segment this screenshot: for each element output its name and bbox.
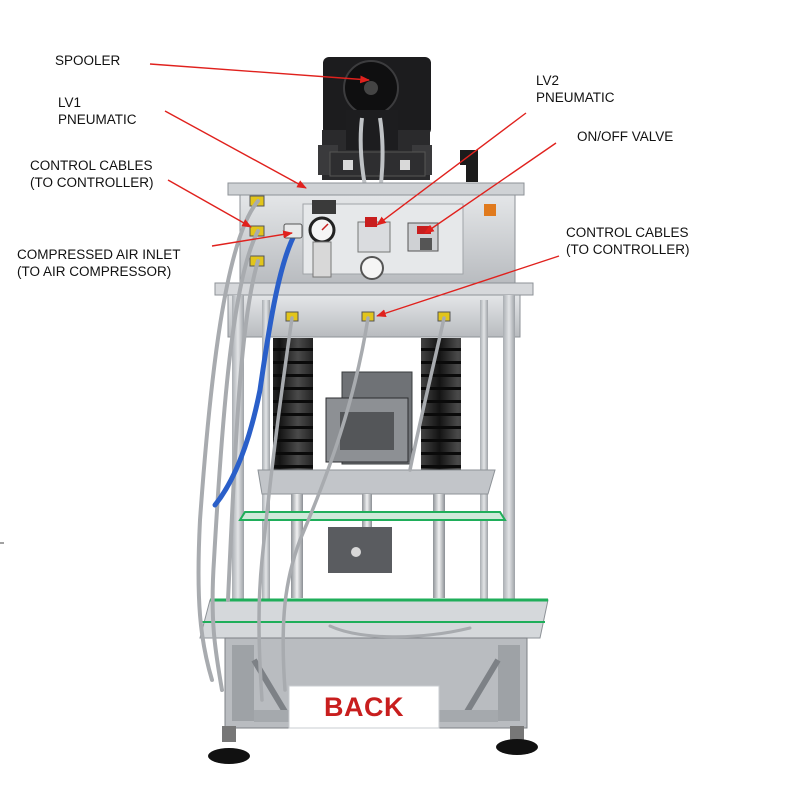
label-lv1-line-2: PNEUMATIC	[58, 112, 137, 127]
label-control-cables-right-line-2: (TO CONTROLLER)	[566, 242, 690, 257]
label-compressed-air-line-2: (TO AIR COMPRESSOR)	[17, 264, 172, 279]
arrow-on-off-valve	[424, 142, 557, 234]
label-lv2-line-1: LV2	[536, 73, 560, 88]
back-sign: BACK	[324, 691, 404, 722]
top-housing	[227, 182, 525, 286]
arrow-control-cables-right	[376, 255, 560, 317]
label-control-cables-left-line-1: CONTROL CABLES	[30, 158, 153, 173]
arrow-control-cables-left	[167, 179, 252, 228]
arrow-spooler	[149, 63, 370, 84]
arrow-lv2	[376, 112, 527, 226]
cables	[196, 199, 472, 702]
label-control-cables-left: CONTROL CABLES (TO CONTROLLER)	[30, 157, 154, 191]
machine-illustration	[0, 57, 549, 764]
arrow-compressed-air	[211, 230, 293, 247]
label-spooler: SPOOLER	[55, 52, 120, 69]
label-lv1-pneumatic: LV1 PNEUMATIC	[58, 94, 137, 128]
label-lv2-line-2: PNEUMATIC	[536, 90, 615, 105]
label-spooler-line-1: SPOOLER	[55, 53, 121, 68]
label-control-cables-left-line-2: (TO CONTROLLER)	[30, 175, 154, 190]
label-control-cables-right: CONTROL CABLES (TO CONTROLLER)	[566, 224, 690, 258]
arrow-lv1	[164, 110, 307, 189]
label-on-off-valve-line-1: ON/OFF VALVE	[577, 129, 674, 144]
label-on-off-valve: ON/OFF VALVE	[577, 128, 673, 145]
label-compressed-air-inlet: COMPRESSED AIR INLET (TO AIR COMPRESSOR)	[17, 246, 181, 280]
annotation-arrows	[149, 63, 560, 317]
spooler-motor	[318, 57, 432, 213]
label-compressed-air-line-1: COMPRESSED AIR INLET	[17, 247, 181, 262]
back-sign-plate	[288, 685, 440, 729]
label-lv1-line-1: LV1	[58, 95, 82, 110]
label-lv2-pneumatic: LV2 PNEUMATIC	[536, 72, 615, 106]
right-bellows	[421, 338, 461, 488]
label-control-cables-right-line-1: CONTROL CABLES	[566, 225, 689, 240]
